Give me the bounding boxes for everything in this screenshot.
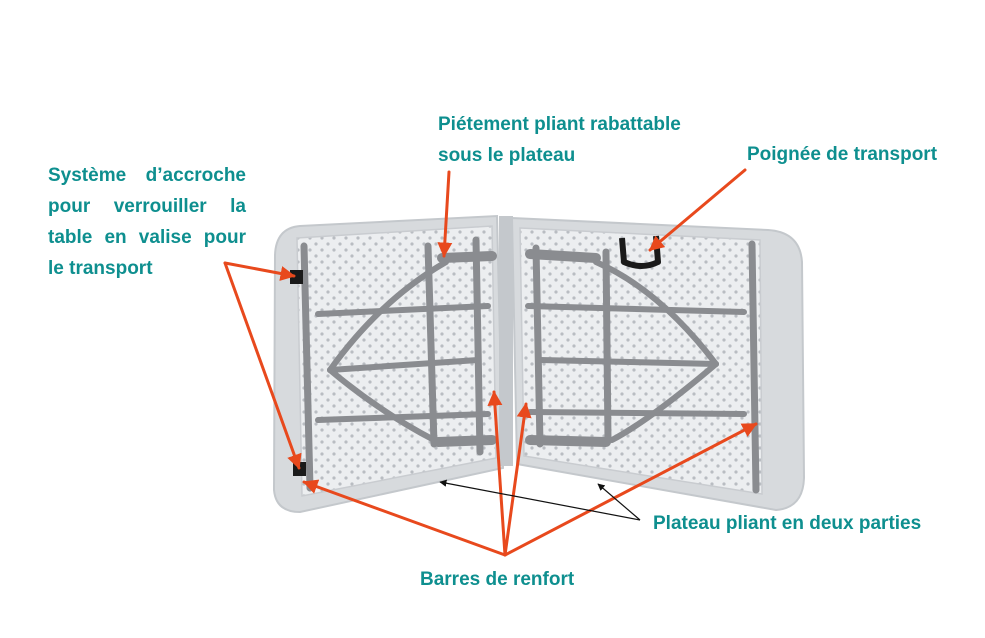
carry-handle-label: Poignée de transport <box>747 139 937 170</box>
bars-arrow-3 <box>503 402 532 557</box>
hook-arrow-bottom <box>223 261 302 470</box>
folding-top-label: Plateau pliant en deux parties <box>653 508 921 539</box>
reinforcement-bars-text: Barres de renfort <box>420 569 575 590</box>
folding-top-text: Plateau pliant en deux parties <box>653 513 922 534</box>
top-arrows <box>439 479 641 521</box>
folding-legs-line-1: Piétement pliant rabattable <box>438 114 681 135</box>
bars-arrow-4 <box>503 422 758 557</box>
hinge <box>499 216 513 466</box>
bars-arrow-1 <box>302 479 507 557</box>
top-arrow-left <box>439 479 641 521</box>
hook-system-line-4: le transport <box>48 258 153 279</box>
annotation-arrows <box>223 168 758 557</box>
left-table-panel <box>272 214 505 514</box>
legs-arrow <box>437 170 453 258</box>
hook-system-label: Système d’accroche pour verrouiller la t… <box>48 160 246 284</box>
hook-system-line-1: Système d’accroche <box>48 165 246 186</box>
folding-legs-line-2: sous le plateau <box>438 145 576 166</box>
hook-system-line-3: table en valise pour <box>48 227 246 248</box>
folding-legs-label: Piétement pliant rabattable sous le plat… <box>438 109 681 171</box>
hook-arrow-top <box>223 261 296 281</box>
right-table-panel <box>510 216 806 512</box>
bars-arrow-2 <box>487 390 507 557</box>
carry-handle-text: Poignée de transport <box>747 144 938 165</box>
hook-system-line-2: pour verrouiller la <box>48 196 246 217</box>
top-arrow-right <box>597 483 641 521</box>
reinforcement-bars-label: Barres de renfort <box>420 564 574 595</box>
handle-arrow <box>648 168 747 252</box>
